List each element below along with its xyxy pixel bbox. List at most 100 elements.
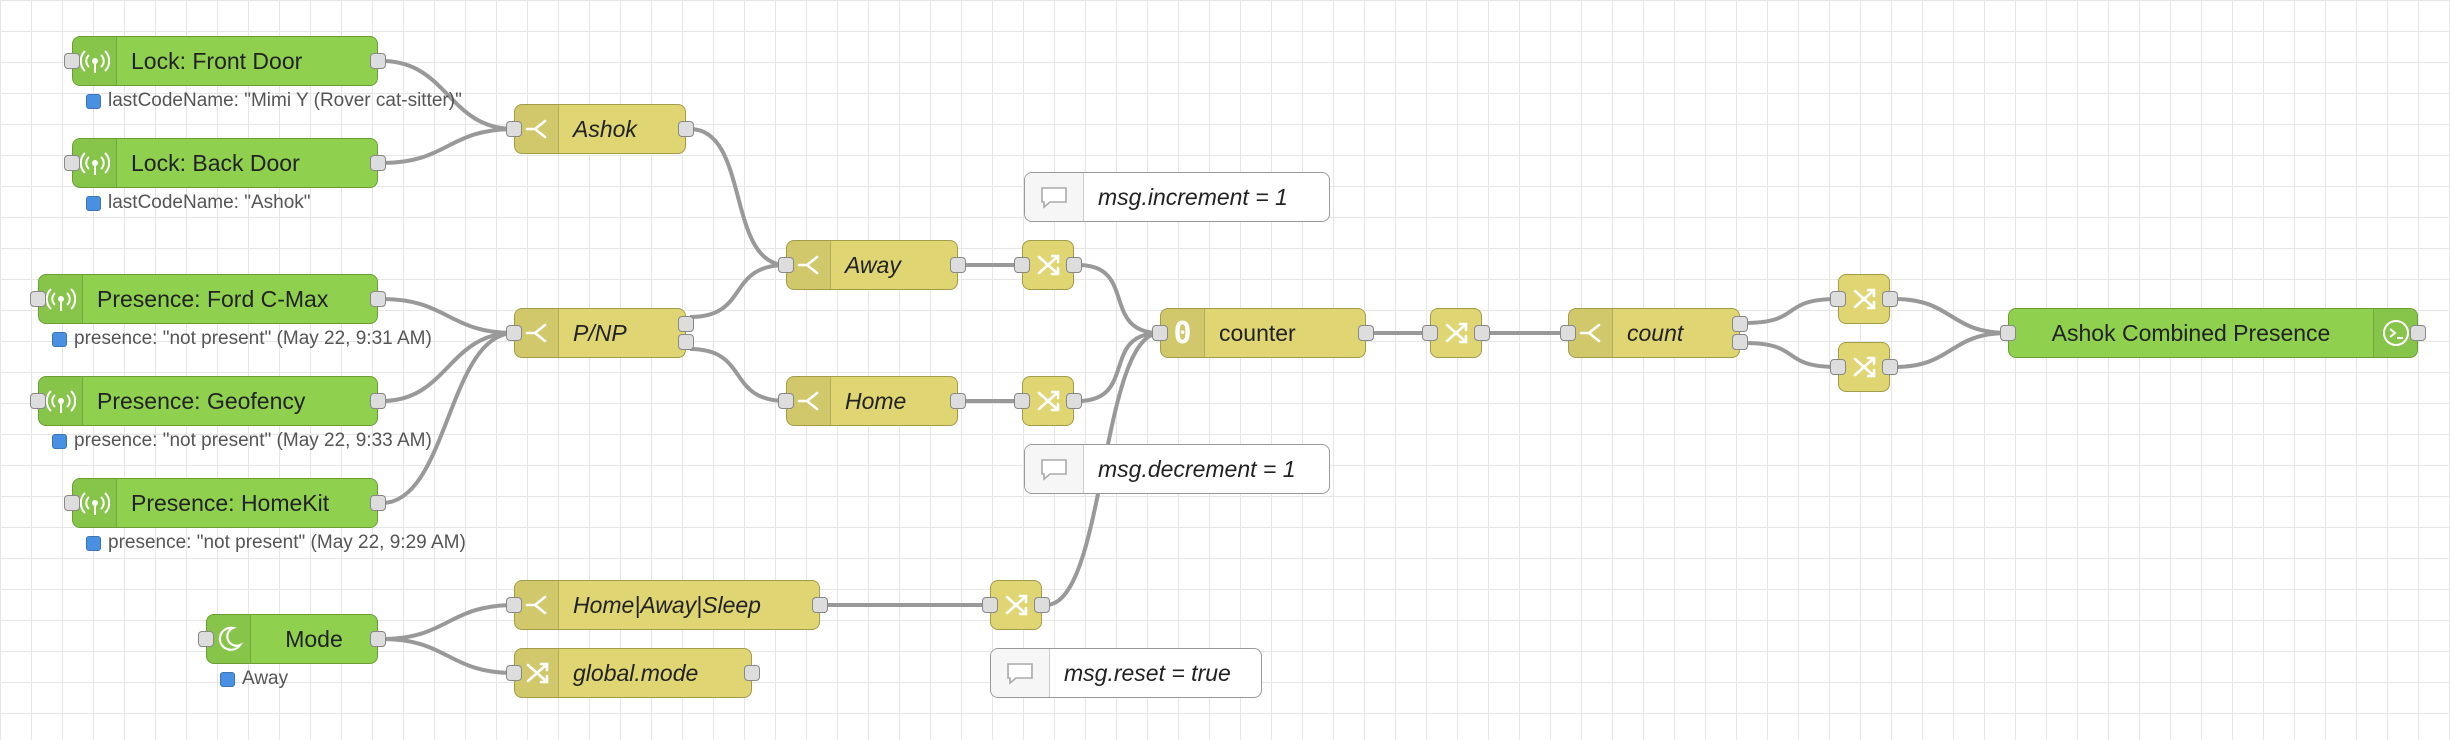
- broadcast-icon: [73, 139, 117, 187]
- input-port[interactable]: [64, 53, 80, 69]
- node-switch-mode[interactable]: Home|Away|Sleep: [506, 580, 828, 630]
- wire[interactable]: [381, 603, 515, 641]
- wire[interactable]: [1077, 331, 1161, 403]
- output-port[interactable]: [744, 665, 760, 681]
- input-port[interactable]: [1830, 359, 1846, 375]
- input-port[interactable]: [506, 597, 522, 613]
- wire[interactable]: [381, 331, 515, 505]
- input-port[interactable]: [1830, 291, 1846, 307]
- node-label: P/NP: [573, 319, 627, 346]
- status-presence-geofency: presence: "not present" (May 22, 9:33 AM…: [52, 430, 432, 452]
- node-switch-pnp[interactable]: P/NP: [506, 308, 694, 358]
- node-output[interactable]: Ashok Combined Presence: [2000, 308, 2426, 358]
- output-port[interactable]: [812, 597, 828, 613]
- node-presence-geofency[interactable]: Presence: Geofency: [30, 376, 386, 426]
- node-presence-ford[interactable]: Presence: Ford C-Max: [30, 274, 386, 324]
- wire[interactable]: [1893, 331, 2009, 369]
- output-port[interactable]: [1882, 359, 1898, 375]
- node-switch-home[interactable]: Home: [778, 376, 966, 426]
- output-port[interactable]: [1034, 597, 1050, 613]
- moon-icon: [207, 615, 251, 663]
- output-port[interactable]: [370, 53, 386, 69]
- status-dot: [86, 535, 101, 551]
- node-label: Presence: HomeKit: [131, 489, 330, 516]
- node-change-increment[interactable]: [1014, 240, 1082, 290]
- node-label: Ashok Combined Presence: [2051, 319, 2331, 346]
- output-port[interactable]: [370, 393, 386, 409]
- input-port[interactable]: [1014, 257, 1030, 273]
- comment-increment[interactable]: msg.increment = 1: [1024, 172, 1330, 222]
- broadcast-icon: [73, 479, 117, 527]
- wire[interactable]: [381, 127, 515, 165]
- output-port[interactable]: [1474, 325, 1490, 341]
- wire[interactable]: [1077, 263, 1161, 335]
- input-port[interactable]: [506, 121, 522, 137]
- output-port[interactable]: [1066, 257, 1082, 273]
- node-label: Lock: Back Door: [131, 149, 300, 176]
- wire[interactable]: [381, 59, 515, 131]
- output-port-2[interactable]: [1732, 333, 1748, 350]
- shuffle-icon: [1023, 377, 1073, 425]
- output-port[interactable]: [950, 257, 966, 273]
- output-port[interactable]: [370, 631, 386, 647]
- wire[interactable]: [1743, 341, 1839, 369]
- node-label: Home|Away|Sleep: [573, 591, 761, 618]
- input-port[interactable]: [778, 257, 794, 273]
- output-port[interactable]: [1358, 325, 1374, 341]
- status-dot: [86, 195, 101, 211]
- node-change-after-counter[interactable]: [1422, 308, 1490, 358]
- node-switch-ashok[interactable]: Ashok: [506, 104, 694, 154]
- wire[interactable]: [689, 127, 787, 267]
- node-change-reset[interactable]: [982, 580, 1050, 630]
- wire[interactable]: [689, 263, 787, 319]
- comment-reset[interactable]: msg.reset = true: [990, 648, 1262, 698]
- node-switch-count[interactable]: count: [1560, 308, 1748, 358]
- wire[interactable]: [689, 347, 787, 403]
- wire[interactable]: [381, 637, 515, 675]
- node-change-count-1[interactable]: [1830, 274, 1898, 324]
- input-port[interactable]: [198, 631, 214, 647]
- node-mode[interactable]: Mode: [198, 614, 386, 664]
- node-presence-homekit[interactable]: Presence: HomeKit: [64, 478, 386, 528]
- node-label: global.mode: [573, 659, 699, 686]
- input-port[interactable]: [1422, 325, 1438, 341]
- output-port-2[interactable]: [678, 333, 694, 350]
- node-lock-front-door[interactable]: Lock: Front Door: [64, 36, 386, 86]
- output-port-1[interactable]: [1732, 316, 1748, 333]
- input-port[interactable]: [64, 155, 80, 171]
- output-port[interactable]: [950, 393, 966, 409]
- input-port[interactable]: [778, 393, 794, 409]
- node-lock-back-door[interactable]: Lock: Back Door: [64, 138, 386, 188]
- input-port[interactable]: [1560, 325, 1576, 341]
- output-port[interactable]: [370, 155, 386, 171]
- output-port[interactable]: [678, 121, 694, 137]
- node-switch-away[interactable]: Away: [778, 240, 966, 290]
- input-port[interactable]: [30, 291, 46, 307]
- node-change-decrement[interactable]: [1014, 376, 1082, 426]
- status-presence-homekit: presence: "not present" (May 22, 9:29 AM…: [86, 532, 466, 554]
- output-port-1[interactable]: [678, 316, 694, 333]
- switch-icon: [515, 581, 559, 629]
- shuffle-icon: [1839, 343, 1889, 391]
- node-change-count-2[interactable]: [1830, 342, 1898, 392]
- input-port[interactable]: [506, 665, 522, 681]
- input-port[interactable]: [506, 325, 522, 341]
- output-port[interactable]: [370, 495, 386, 511]
- node-counter[interactable]: 0 counter: [1152, 308, 1374, 358]
- node-change-global-mode[interactable]: global.mode: [506, 648, 760, 698]
- wire[interactable]: [381, 297, 515, 335]
- output-port[interactable]: [2410, 325, 2426, 341]
- input-port[interactable]: [1014, 393, 1030, 409]
- input-port[interactable]: [982, 597, 998, 613]
- input-port[interactable]: [2000, 325, 2016, 341]
- wire[interactable]: [1893, 297, 2009, 335]
- output-port[interactable]: [370, 291, 386, 307]
- output-port[interactable]: [1882, 291, 1898, 307]
- input-port[interactable]: [30, 393, 46, 409]
- wire[interactable]: [381, 331, 515, 403]
- output-port[interactable]: [1066, 393, 1082, 409]
- input-port[interactable]: [1152, 325, 1168, 341]
- comment-decrement[interactable]: msg.decrement = 1: [1024, 444, 1330, 494]
- input-port[interactable]: [64, 495, 80, 511]
- wire[interactable]: [1743, 297, 1839, 325]
